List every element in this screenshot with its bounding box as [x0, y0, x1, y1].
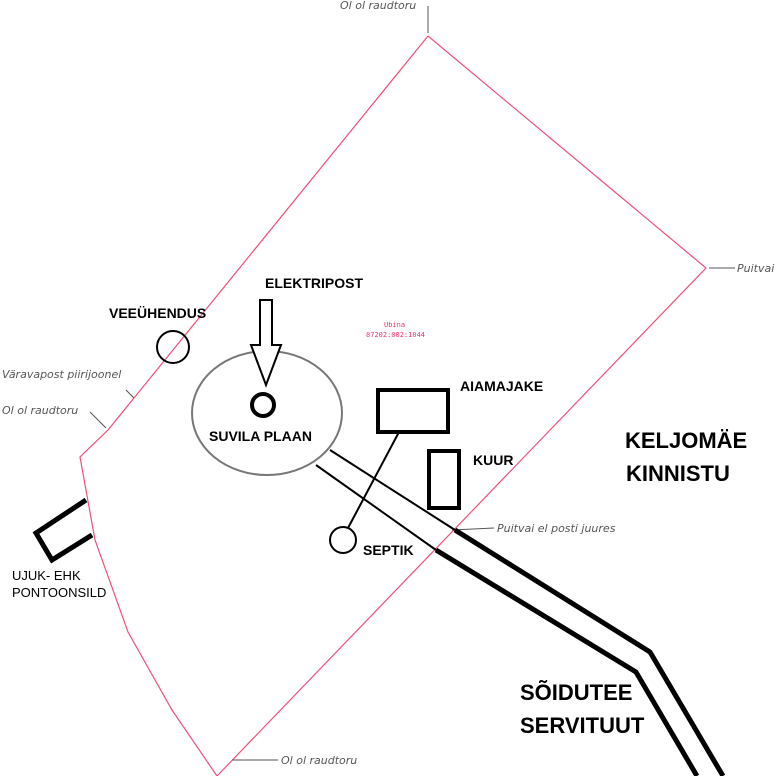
label-septik: SEPTIK — [363, 542, 414, 558]
label-suvila: SUVILA PLAAN — [209, 428, 312, 444]
note-puitvai-post: Puitvai el posti juures — [497, 522, 616, 535]
kuur-building — [427, 449, 461, 510]
label-aiamajake: AIAMAJAKE — [460, 378, 543, 394]
septic-pipe — [347, 431, 400, 529]
driveway-easement — [315, 449, 726, 776]
note-arrows — [89, 6, 735, 761]
note-right: Puitvai — [737, 262, 774, 275]
down-arrow-icon — [249, 299, 283, 388]
label-veeuhendus: VEEÜHENDUS — [109, 305, 206, 321]
note-left: Ol ol raudtoru — [2, 404, 78, 417]
water-connection-marker — [156, 330, 190, 364]
label-ujuk-2: PONTOONSILD — [12, 585, 106, 600]
note-bottom: Ol ol raudtoru — [281, 754, 357, 767]
parcel-name: Ubina — [384, 321, 405, 329]
aiamajake-building — [376, 388, 450, 434]
label-elektripost: ELEKTRIPOST — [265, 275, 363, 291]
parcel-code: 87202:002:1044 — [366, 331, 425, 339]
pontoon-pier — [32, 497, 94, 564]
label-keljomae-2: KINNISTU — [626, 461, 730, 486]
label-kuur: KUUR — [473, 452, 513, 468]
label-soidutee-1: SÕIDUTEE — [520, 680, 632, 705]
note-top: Ol ol raudtoru — [340, 0, 416, 12]
label-keljomae-1: KELJOMÄE — [625, 428, 747, 453]
label-ujuk-1: UJUK- EHK — [12, 568, 81, 583]
note-varavapost: Väravapost piirijoonel — [2, 368, 121, 381]
label-soidutee-2: SERVITUUT — [520, 713, 645, 738]
electric-pole-marker — [250, 392, 276, 418]
property-boundary — [79, 35, 707, 776]
septic-marker — [329, 526, 357, 554]
